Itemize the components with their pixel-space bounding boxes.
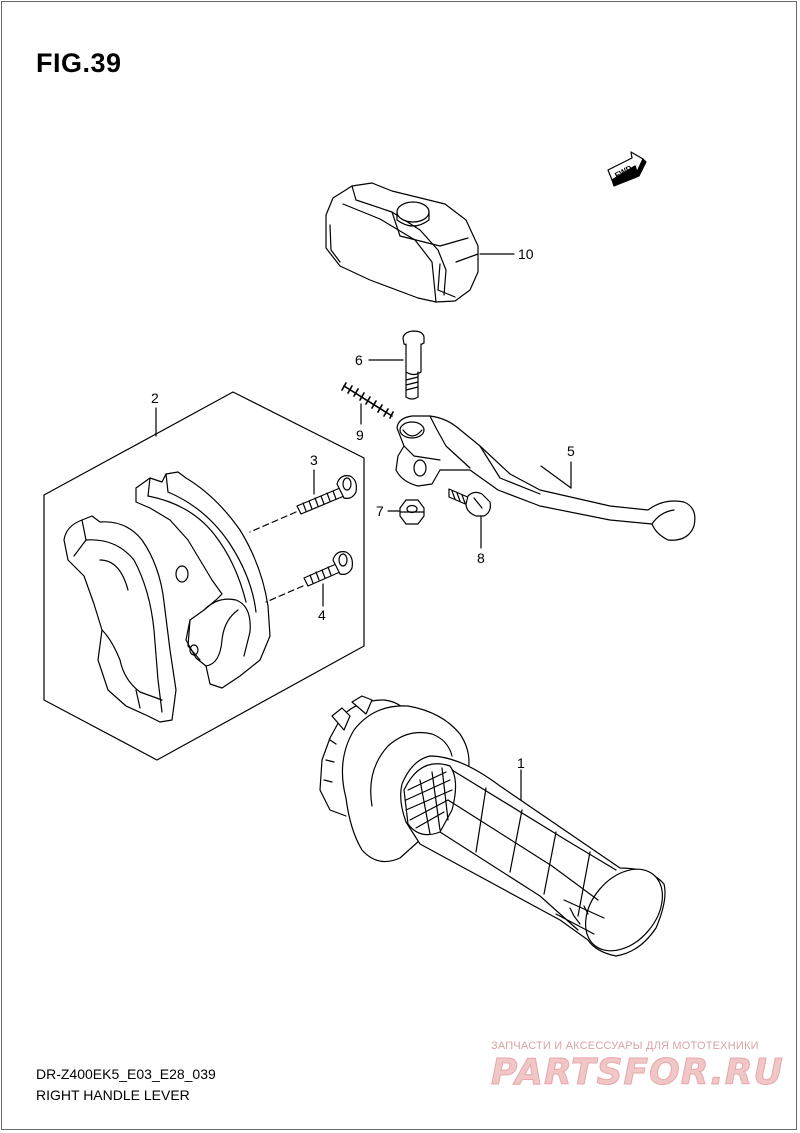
callout-9: 9 bbox=[356, 427, 364, 443]
callout-8: 8 bbox=[477, 550, 485, 566]
part-2-upper-holder bbox=[135, 471, 271, 689]
part-6-pivot-bolt bbox=[402, 330, 425, 400]
callout-2: 2 bbox=[151, 390, 159, 406]
callout-6: 6 bbox=[355, 352, 363, 368]
callout-7: 7 bbox=[376, 503, 384, 519]
part-10-lever-cover bbox=[325, 182, 479, 303]
callout-4: 4 bbox=[318, 607, 326, 623]
callout-1: 1 bbox=[517, 755, 525, 771]
part-8-adjuster-bolt bbox=[448, 488, 491, 517]
callout-3: 3 bbox=[310, 452, 318, 468]
model-code: DR-Z400EK5_E03_E28_039 bbox=[36, 1066, 216, 1082]
callout-5: 5 bbox=[567, 443, 575, 459]
callout-10: 10 bbox=[518, 246, 534, 262]
guide-line-3 bbox=[249, 511, 297, 533]
part-7-nut bbox=[399, 499, 425, 525]
part-9-spring bbox=[341, 382, 394, 419]
watermark-logo: PARTSFOR.RU bbox=[491, 1052, 784, 1094]
part-3-holder-bolt bbox=[296, 475, 357, 515]
figure-title: FIG.39 bbox=[36, 48, 122, 78]
part-1-throttle-grip bbox=[319, 695, 666, 957]
watermark-tagline: ЗАПЧАСТИ И АКСЕССУАРЫ ДЛЯ МОТОТЕХНИКИ bbox=[491, 1040, 759, 1052]
part-5-brake-lever bbox=[395, 415, 696, 541]
part-2-lower-holder bbox=[63, 515, 177, 723]
part-4-holder-bolt bbox=[303, 551, 353, 587]
figure-caption: RIGHT HANDLE LEVER bbox=[36, 1087, 190, 1103]
fwd-arrow-icon: FWD bbox=[607, 151, 647, 187]
leader-5 bbox=[540, 465, 572, 489]
guide-line-4 bbox=[265, 585, 304, 603]
